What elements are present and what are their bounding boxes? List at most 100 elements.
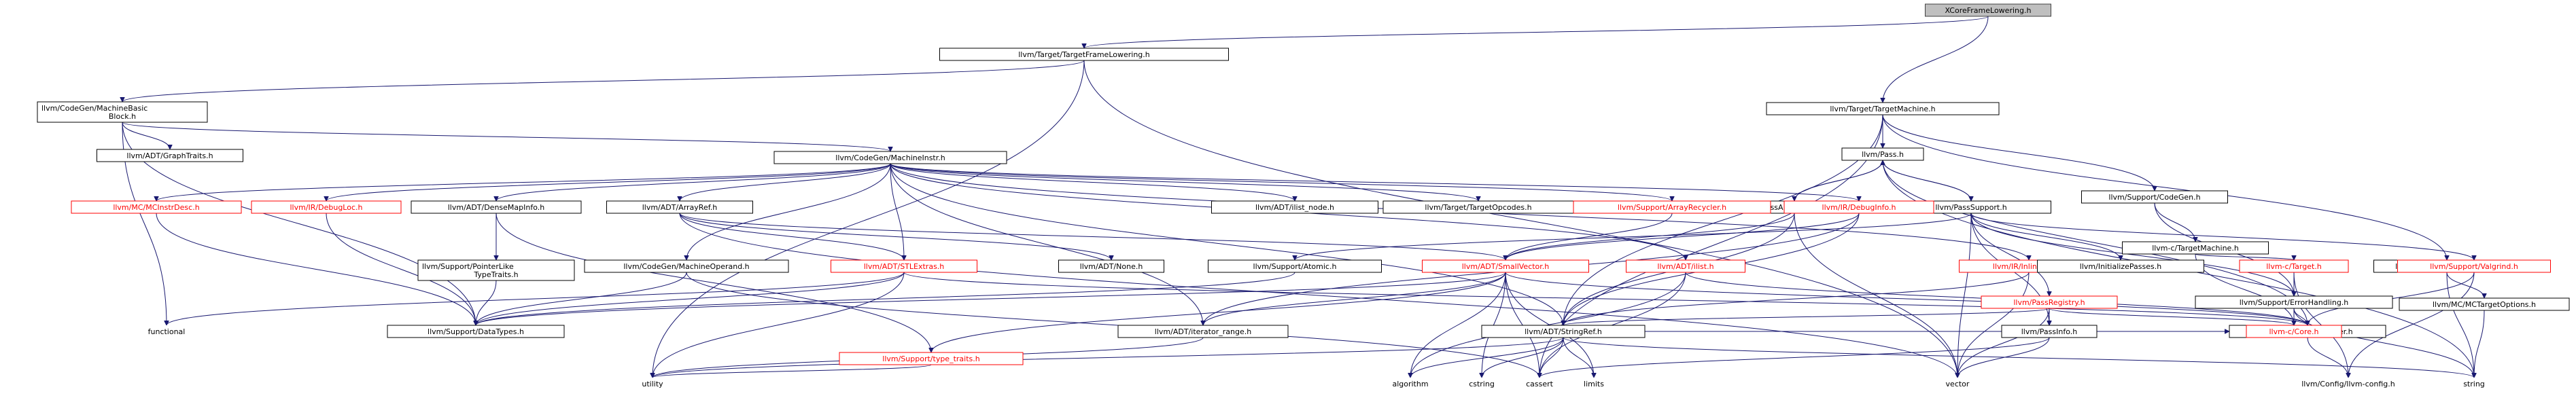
node-gt[interactable]: llvm/ADT/GraphTraits.h bbox=[97, 149, 243, 162]
node-ct[interactable]: llvm-c/Target.h bbox=[2239, 259, 2349, 273]
node-mbb-box bbox=[37, 101, 208, 123]
node-lim: limits bbox=[1584, 380, 1604, 388]
node-eh-label-0: llvm/Support/ErrorHandling.h bbox=[2240, 298, 2349, 307]
node-tt[interactable]: llvm/Support/type_traits.h bbox=[839, 352, 1024, 365]
node-ir-box bbox=[1117, 325, 1289, 338]
node-cfg: llvm/Config/llvm-config.h bbox=[2301, 380, 2395, 388]
edge-ps-to-eh bbox=[1970, 213, 2294, 296]
node-mcid[interactable]: llvm/MC/MCInstrDesc.h bbox=[71, 200, 242, 214]
node-ccore[interactable]: llvm-c/Core.h bbox=[2246, 325, 2342, 338]
edge-tm-to-cass bbox=[1539, 114, 1883, 378]
node-eh[interactable]: llvm/Support/ErrorHandling.h bbox=[2195, 295, 2393, 309]
edge-ps-to-atom bbox=[1295, 213, 1972, 261]
node-tfl-box bbox=[939, 48, 1229, 61]
node-ip-label-0: llvm/InitializePasses.h bbox=[2080, 262, 2161, 271]
edge-ps-to-preg bbox=[1970, 213, 2049, 296]
node-tfl[interactable]: llvm/Target/TargetFrameLowering.h bbox=[939, 48, 1229, 61]
node-root[interactable]: XCoreFrameLowering.h bbox=[1925, 3, 2051, 17]
node-il-label-0: llvm/ADT/ilist.h bbox=[1657, 262, 1713, 271]
edge-mi-to-top bbox=[890, 163, 1478, 202]
edge-root-to-tfl bbox=[1084, 16, 1989, 49]
node-str: string bbox=[2463, 380, 2485, 388]
edge-preg-to-ccore bbox=[2049, 308, 2294, 326]
node-top[interactable]: llvm/Target/TargetOpcodes.h bbox=[1382, 200, 1574, 214]
node-pn[interactable]: llvm/PassInfo.h bbox=[2001, 325, 2098, 338]
node-preg[interactable]: llvm/PassRegistry.h bbox=[1981, 295, 2118, 309]
node-tfl-label-0: llvm/Target/TargetFrameLowering.h bbox=[1018, 50, 1150, 59]
node-root-label-0: XCoreFrameLowering.h bbox=[1945, 6, 2032, 15]
node-vg[interactable]: llvm/Support/Valgrind.h bbox=[2397, 259, 2551, 273]
node-atom[interactable]: llvm/Support/Atomic.h bbox=[1208, 259, 1382, 273]
node-ar-box bbox=[606, 200, 753, 214]
edge-dl-to-dt bbox=[326, 213, 476, 325]
node-plt-label-0: llvm/Support/PointerLike bbox=[422, 262, 514, 271]
node-ar-label-0: llvm/ADT/ArrayRef.h bbox=[642, 203, 718, 212]
node-ip[interactable]: llvm/InitializePasses.h bbox=[2037, 259, 2204, 273]
node-il-box bbox=[1626, 259, 1745, 273]
node-tm[interactable]: llvm/Target/TargetMachine.h bbox=[1766, 102, 2000, 115]
node-pass[interactable]: llvm/Pass.h bbox=[1841, 147, 1924, 161]
node-mco[interactable]: llvm/MC/MCTargetOptions.h bbox=[2399, 297, 2570, 311]
node-arc-box bbox=[1573, 200, 1771, 214]
node-arc[interactable]: llvm/Support/ArrayRecycler.h bbox=[1573, 200, 1771, 214]
edge-cmo-to-dt bbox=[476, 272, 687, 326]
node-cass: cassert bbox=[1526, 380, 1554, 388]
node-atom-label-0: llvm/Support/Atomic.h bbox=[1253, 262, 1337, 271]
node-pass-label-0: llvm/Pass.h bbox=[1862, 150, 1904, 159]
edge-mi-to-dmi bbox=[496, 163, 891, 202]
edge-mbb-to-gt bbox=[122, 122, 170, 150]
edge-preg-to-vec bbox=[1957, 308, 2050, 378]
node-eh-box bbox=[2195, 295, 2393, 309]
edge-tfl-to-vec bbox=[1083, 60, 1957, 378]
node-cmo[interactable]: llvm/CodeGen/MachineOperand.h bbox=[584, 259, 789, 273]
node-cfg-label-0: llvm/Config/llvm-config.h bbox=[2301, 380, 2395, 388]
node-dbi[interactable]: llvm/IR/DebugInfo.h bbox=[1783, 200, 1934, 214]
node-sv[interactable]: llvm/ADT/SmallVector.h bbox=[1422, 259, 1589, 273]
node-dmi[interactable]: llvm/ADT/DenseMapInfo.h bbox=[411, 200, 582, 214]
edge-sr-to-lim bbox=[1563, 337, 1594, 378]
edge-sr-to-str bbox=[1563, 337, 2474, 378]
node-mco-label-0: llvm/MC/MCTargetOptions.h bbox=[2433, 300, 2536, 309]
node-mbb-label-0: llvm/CodeGen/MachineBasic bbox=[41, 104, 147, 113]
node-tm-label-0: llvm/Target/TargetMachine.h bbox=[1830, 105, 1935, 113]
node-cg-label-0: llvm/Support/CodeGen.h bbox=[2108, 193, 2200, 202]
edge-sr-to-cstr bbox=[1482, 337, 1564, 378]
node-ar[interactable]: llvm/ADT/ArrayRef.h bbox=[606, 200, 753, 214]
node-stl[interactable]: llvm/ADT/STLExtras.h bbox=[831, 259, 977, 273]
node-pn-label-0: llvm/PassInfo.h bbox=[2021, 327, 2078, 336]
edge-pas-to-vec bbox=[1794, 213, 1957, 378]
node-stl-label-0: llvm/ADT/STLExtras.h bbox=[864, 262, 945, 271]
node-dl[interactable]: llvm/IR/DebugLoc.h bbox=[251, 200, 402, 214]
edge-dbi-to-sv bbox=[1505, 213, 1860, 261]
node-dt-box bbox=[387, 325, 565, 338]
edge-tm-to-cg bbox=[1882, 114, 2155, 191]
node-iln-box bbox=[1211, 200, 1378, 214]
node-cmo-box bbox=[584, 259, 789, 273]
edge-ar-to-none bbox=[679, 213, 1111, 261]
node-ps-label-0: llvm/PassSupport.h bbox=[1935, 203, 2006, 212]
node-il[interactable]: llvm/ADT/ilist.h bbox=[1626, 259, 1745, 273]
node-pn-box bbox=[2001, 325, 2098, 338]
node-util-label-0: utility bbox=[642, 380, 663, 388]
node-sr[interactable]: llvm/ADT/StringRef.h bbox=[1481, 325, 1646, 338]
node-none-label-0: llvm/ADT/None.h bbox=[1080, 262, 1143, 271]
node-ctm[interactable]: llvm-c/TargetMachine.h bbox=[2122, 241, 2269, 255]
node-iln[interactable]: llvm/ADT/ilist_node.h bbox=[1211, 200, 1378, 214]
edge-to-to-str bbox=[2446, 272, 2474, 378]
node-ir-label-0: llvm/ADT/iterator_range.h bbox=[1155, 327, 1251, 336]
node-none[interactable]: llvm/ADT/None.h bbox=[1058, 259, 1164, 273]
node-cg[interactable]: llvm/Support/CodeGen.h bbox=[2081, 190, 2228, 204]
node-none-box bbox=[1058, 259, 1164, 273]
edge-ar-to-sv bbox=[679, 213, 1505, 261]
node-mi[interactable]: llvm/CodeGen/MachineInstr.h bbox=[773, 151, 1007, 164]
edge-mi-to-dbi bbox=[890, 163, 1859, 202]
node-plt-label-1: TypeTraits.h bbox=[473, 270, 518, 279]
node-ir[interactable]: llvm/ADT/iterator_range.h bbox=[1117, 325, 1289, 338]
node-dt[interactable]: llvm/Support/DataTypes.h bbox=[387, 325, 565, 338]
node-cmo-label-0: llvm/CodeGen/MachineOperand.h bbox=[623, 262, 749, 271]
node-ctm-box bbox=[2122, 241, 2269, 255]
node-str-label-0: string bbox=[2463, 380, 2485, 388]
